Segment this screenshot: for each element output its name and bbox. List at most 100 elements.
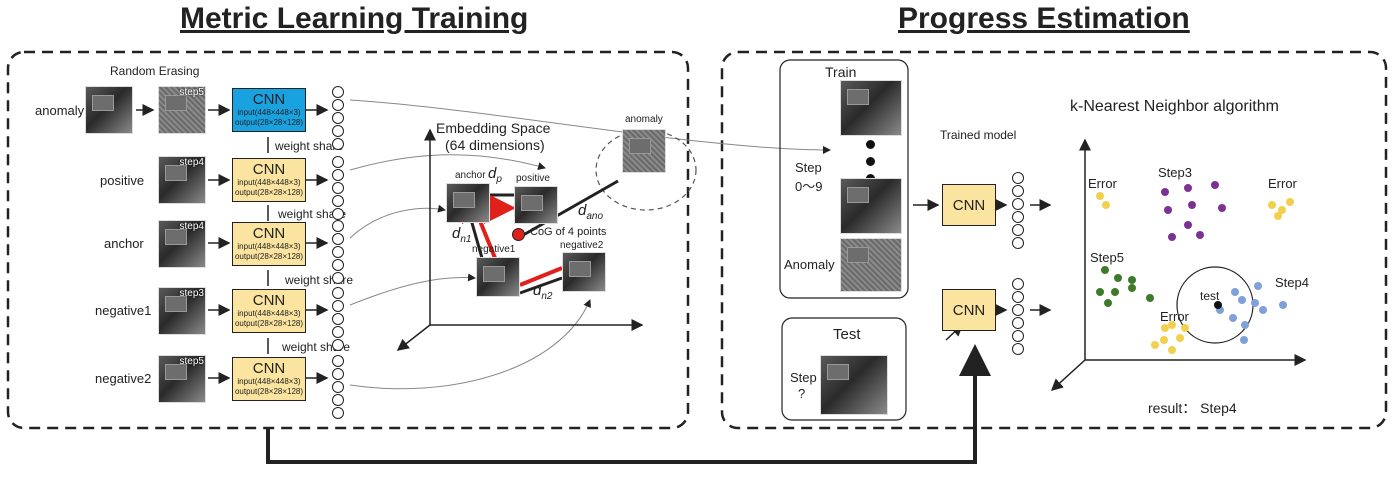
feature-vector-negative2 <box>332 355 344 420</box>
cluster-error-label-1: Error <box>1088 176 1117 191</box>
yellow-cluster-point <box>1176 334 1184 342</box>
anomaly-erased-photo: step5 <box>158 86 206 134</box>
test-point-label: test <box>1200 289 1220 303</box>
yellow-cluster-point <box>1168 321 1176 329</box>
trained-model-label: Trained model <box>940 128 1017 142</box>
green-cluster-point <box>1101 266 1109 274</box>
result-label: result： Step4 <box>1148 400 1237 416</box>
emb-anchor-photo <box>446 183 490 223</box>
green-cluster-point <box>1111 288 1119 296</box>
ellipsis-dot-1 <box>866 140 875 149</box>
row-label-negative2: negative2 <box>95 371 152 386</box>
feature-vector-train <box>1012 172 1024 250</box>
ellipsis-dot-2 <box>866 157 875 166</box>
test-label: Test <box>833 326 861 343</box>
row-label-positive: positive <box>100 173 145 188</box>
blue-cluster-point <box>1254 282 1262 290</box>
cluster-error-label-2: Error <box>1268 176 1297 191</box>
green-cluster-point <box>1128 284 1136 292</box>
cluster-step4-label: Step4 <box>1275 275 1309 290</box>
green-cluster-point <box>1096 288 1104 296</box>
feature-vector-anomaly <box>332 86 344 151</box>
row-label-negative1: negative1 <box>95 303 152 318</box>
dano-label: dano <box>578 202 604 222</box>
train-anomaly-label: Anomaly <box>784 257 835 272</box>
cluster-step3-label: Step3 <box>1158 165 1192 180</box>
green-cluster-point <box>1146 294 1154 302</box>
purple-cluster-point <box>1218 204 1226 212</box>
dn1-label: dn1 <box>452 225 472 245</box>
purple-cluster-point <box>1211 181 1219 189</box>
blue-cluster-point <box>1241 321 1249 329</box>
emb-negative2-label: negative2 <box>560 240 604 251</box>
emb-negative1-photo <box>476 257 520 297</box>
left-panel-frame <box>6 50 690 430</box>
feature-vector-negative1 <box>332 287 344 352</box>
blue-cluster-point <box>1259 306 1267 314</box>
green-cluster-point <box>1128 276 1136 284</box>
emb-positive-photo <box>514 186 558 224</box>
purple-cluster-point <box>1161 188 1169 196</box>
cog-label: CoG of 4 points <box>530 226 607 238</box>
feature-vector-anchor <box>332 220 344 285</box>
yellow-cluster-point <box>1181 324 1189 332</box>
step-range-label-2: 0～9 <box>795 179 823 194</box>
purple-cluster-point <box>1168 233 1176 241</box>
positive-photo: step4 <box>158 156 206 204</box>
knn-title: k-Nearest Neighbor algorithm <box>1070 98 1279 115</box>
model-transfer-line <box>266 344 991 464</box>
feature-vector-positive <box>332 156 344 221</box>
emb-anomaly-photo <box>622 129 666 173</box>
yellow-cluster-point <box>1268 201 1276 209</box>
cluster-error-label-3: Error <box>1160 309 1189 324</box>
embedding-dim: (64 dimensions) <box>445 137 545 153</box>
weight-share-label-2: weight share <box>278 207 347 221</box>
yellow-cluster-point <box>1096 192 1104 200</box>
train-photo-1 <box>840 80 902 136</box>
dp-label: dp <box>488 165 502 185</box>
purple-cluster-point <box>1184 184 1192 192</box>
yellow-cluster-point <box>1161 324 1169 332</box>
cnn-train: CNN <box>942 184 996 226</box>
step-range-label-1: Step <box>795 160 822 175</box>
weight-share-label-1: weight share <box>275 139 344 153</box>
purple-cluster-point <box>1184 221 1192 229</box>
blue-cluster-point <box>1238 296 1246 304</box>
emb-positive-label: positive <box>516 173 550 184</box>
embedding-title: Embedding Space <box>436 120 551 136</box>
purple-cluster-point <box>1196 231 1204 239</box>
yellow-cluster-point <box>1168 346 1176 354</box>
blue-cluster-point <box>1229 314 1237 322</box>
yellow-cluster-point <box>1102 201 1110 209</box>
anchor-photo: step4 <box>158 220 206 268</box>
row-label-anchor: anchor <box>104 236 144 251</box>
train-box <box>779 59 909 299</box>
emb-anchor-label: anchor <box>455 170 486 181</box>
blue-cluster-point <box>1240 336 1248 344</box>
random-erasing-label: Random Erasing <box>110 64 200 78</box>
yellow-cluster-point <box>1274 212 1282 220</box>
cog-point <box>512 228 525 241</box>
negative2-photo: step5 <box>158 355 206 403</box>
purple-cluster-point <box>1164 206 1172 214</box>
yellow-cluster-point <box>1160 336 1168 344</box>
green-cluster-point <box>1104 299 1112 307</box>
cluster-step5-label: Step5 <box>1090 250 1124 265</box>
cnn-test: CNN <box>942 289 996 331</box>
train-anomaly-photo <box>840 238 902 292</box>
emb-negative1-label: negative1 <box>472 244 516 255</box>
test-point <box>1214 301 1222 309</box>
dn2-label: dn2 <box>533 282 553 302</box>
progress-estimation-title: Progress Estimation <box>898 2 1190 35</box>
test-photo <box>820 355 888 415</box>
anomaly-ellipse <box>595 129 697 211</box>
step-q-label-1: Step <box>790 370 817 385</box>
yellow-cluster-point <box>1278 206 1286 214</box>
blue-cluster-point <box>1279 301 1287 309</box>
row-label-anomaly: anomaly <box>35 103 85 118</box>
